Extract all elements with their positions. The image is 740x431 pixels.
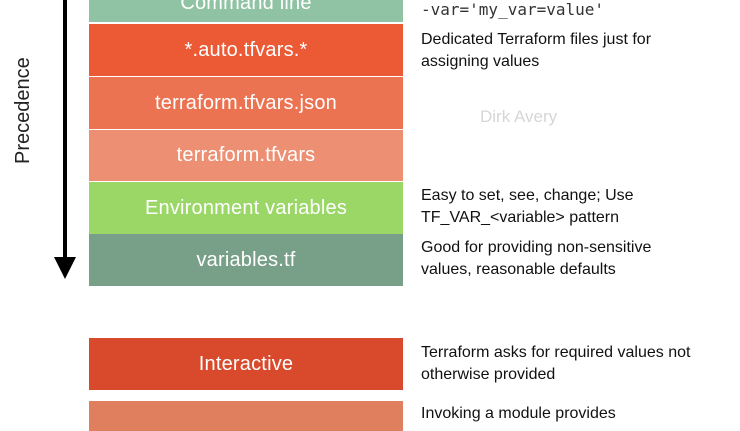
desc-env-line-1: Easy to set, see, change; Use	[421, 187, 634, 204]
desc-auto-tfvars-line-2: assigning values	[421, 53, 540, 70]
desc-variables-tf-line-1: Good for providing non-sensitive	[421, 239, 652, 256]
block-interactive-label: Interactive	[198, 352, 294, 375]
block-auto-tfvars: *.auto.tfvars.*	[89, 24, 403, 76]
block-tfvars-json-label: terraform.tfvars.json	[154, 91, 338, 114]
block-variables-tf: variables.tf	[89, 234, 403, 286]
block-command-line-label: Command line	[180, 0, 312, 14]
desc-environment-variables: Easy to set, see, change; Use TF_VAR_<va…	[421, 185, 740, 229]
precedence-arrow-head	[54, 257, 76, 279]
block-environment-variables-label: Environment variables	[144, 196, 348, 219]
block-auto-tfvars-label: *.auto.tfvars.*	[184, 38, 308, 61]
desc-interactive: Terraform asks for required values not o…	[421, 342, 740, 386]
precedence-label: Precedence	[12, 57, 34, 164]
desc-auto-tfvars: Dedicated Terraform files just for assig…	[421, 29, 740, 73]
desc-variables-tf-line-2: values, reasonable defaults	[421, 261, 616, 278]
block-module	[89, 401, 403, 431]
watermark: Dirk Avery	[480, 107, 558, 126]
desc-command-line: -var='my_var=value'	[421, 0, 605, 19]
block-tfvars: terraform.tfvars	[89, 130, 403, 181]
desc-interactive-line-1: Terraform asks for required values not	[421, 344, 691, 361]
desc-auto-tfvars-line-1: Dedicated Terraform files just for	[421, 31, 652, 48]
block-variables-tf-label: variables.tf	[196, 248, 296, 271]
block-tfvars-label: terraform.tfvars	[176, 144, 316, 166]
block-environment-variables: Environment variables	[89, 182, 403, 234]
desc-env-line-2: TF_VAR_<variable> pattern	[421, 209, 620, 226]
desc-module: Invoking a module provides	[421, 405, 616, 422]
block-command-line: Command line	[89, 0, 403, 22]
desc-interactive-line-2: otherwise provided	[421, 366, 556, 383]
block-interactive: Interactive	[89, 338, 403, 390]
block-tfvars-json: terraform.tfvars.json	[89, 77, 403, 129]
desc-variables-tf: Good for providing non-sensitive values,…	[421, 237, 740, 281]
precedence-arrow-shaft	[63, 0, 67, 260]
